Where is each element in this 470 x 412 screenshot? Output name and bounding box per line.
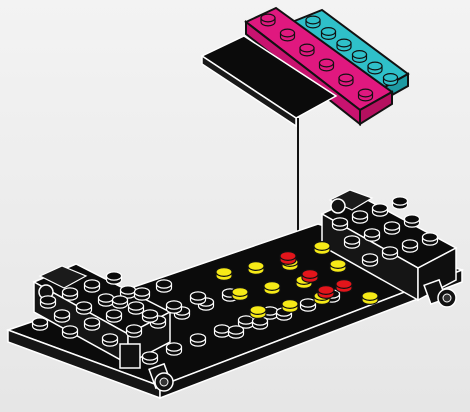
black-stud <box>143 310 158 322</box>
cyan-stud <box>353 51 367 63</box>
black-stud <box>373 204 388 216</box>
black-stud <box>301 299 316 311</box>
cyan-stud <box>337 39 351 51</box>
black-stud <box>191 334 206 346</box>
black-stud <box>85 318 100 330</box>
yellow-stud <box>264 282 280 295</box>
magenta-stud <box>359 89 373 101</box>
black-stud <box>157 280 172 292</box>
black-stud <box>167 343 182 355</box>
black-stud <box>99 294 114 306</box>
red-stud <box>318 286 334 299</box>
black-stud <box>135 288 150 300</box>
black-stud <box>107 310 122 322</box>
yellow-stud <box>362 292 378 305</box>
red-stud <box>336 280 352 293</box>
yellow-stud <box>248 262 264 275</box>
yellow-stud <box>330 260 346 273</box>
yellow-stud <box>314 242 330 255</box>
black-stud <box>103 334 118 346</box>
black-stud <box>333 218 348 230</box>
black-stud <box>127 325 142 337</box>
black-stud <box>229 326 244 338</box>
cyan-stud <box>384 74 398 86</box>
black-stud <box>405 215 420 227</box>
black-stud <box>215 325 230 337</box>
black-stud <box>363 254 378 266</box>
black-stud <box>85 280 100 292</box>
black-stud <box>63 326 78 338</box>
yellow-stud <box>232 288 248 301</box>
yellow-stud <box>250 306 266 319</box>
cyan-stud <box>322 28 336 40</box>
black-stud <box>403 240 418 252</box>
black-stud <box>353 211 368 223</box>
magenta-stud <box>281 29 295 41</box>
black-stud <box>55 310 70 322</box>
black-stud <box>107 272 122 284</box>
magenta-stud <box>261 14 275 26</box>
red-stud <box>302 270 318 283</box>
magenta-stud <box>300 44 314 56</box>
black-stud <box>345 236 360 248</box>
black-stud <box>393 197 408 209</box>
black-stud <box>129 302 144 314</box>
black-stud <box>423 233 438 245</box>
magenta-stud <box>339 74 353 86</box>
black-stud <box>113 296 128 308</box>
black-stud <box>191 292 206 304</box>
red-stud <box>280 252 296 265</box>
black-stud <box>77 302 92 314</box>
cyan-stud <box>368 62 382 74</box>
black-stud <box>63 288 78 300</box>
black-stud <box>385 222 400 234</box>
yellow-stud <box>216 268 232 281</box>
black-stud <box>383 247 398 259</box>
black-stud <box>365 229 380 241</box>
yellow-stud <box>282 300 298 313</box>
black-stud <box>167 301 182 313</box>
black-stud <box>143 352 158 364</box>
cyan-stud <box>306 16 320 28</box>
black-stud <box>41 296 56 308</box>
black-stud <box>33 318 48 330</box>
magenta-stud <box>320 59 334 71</box>
